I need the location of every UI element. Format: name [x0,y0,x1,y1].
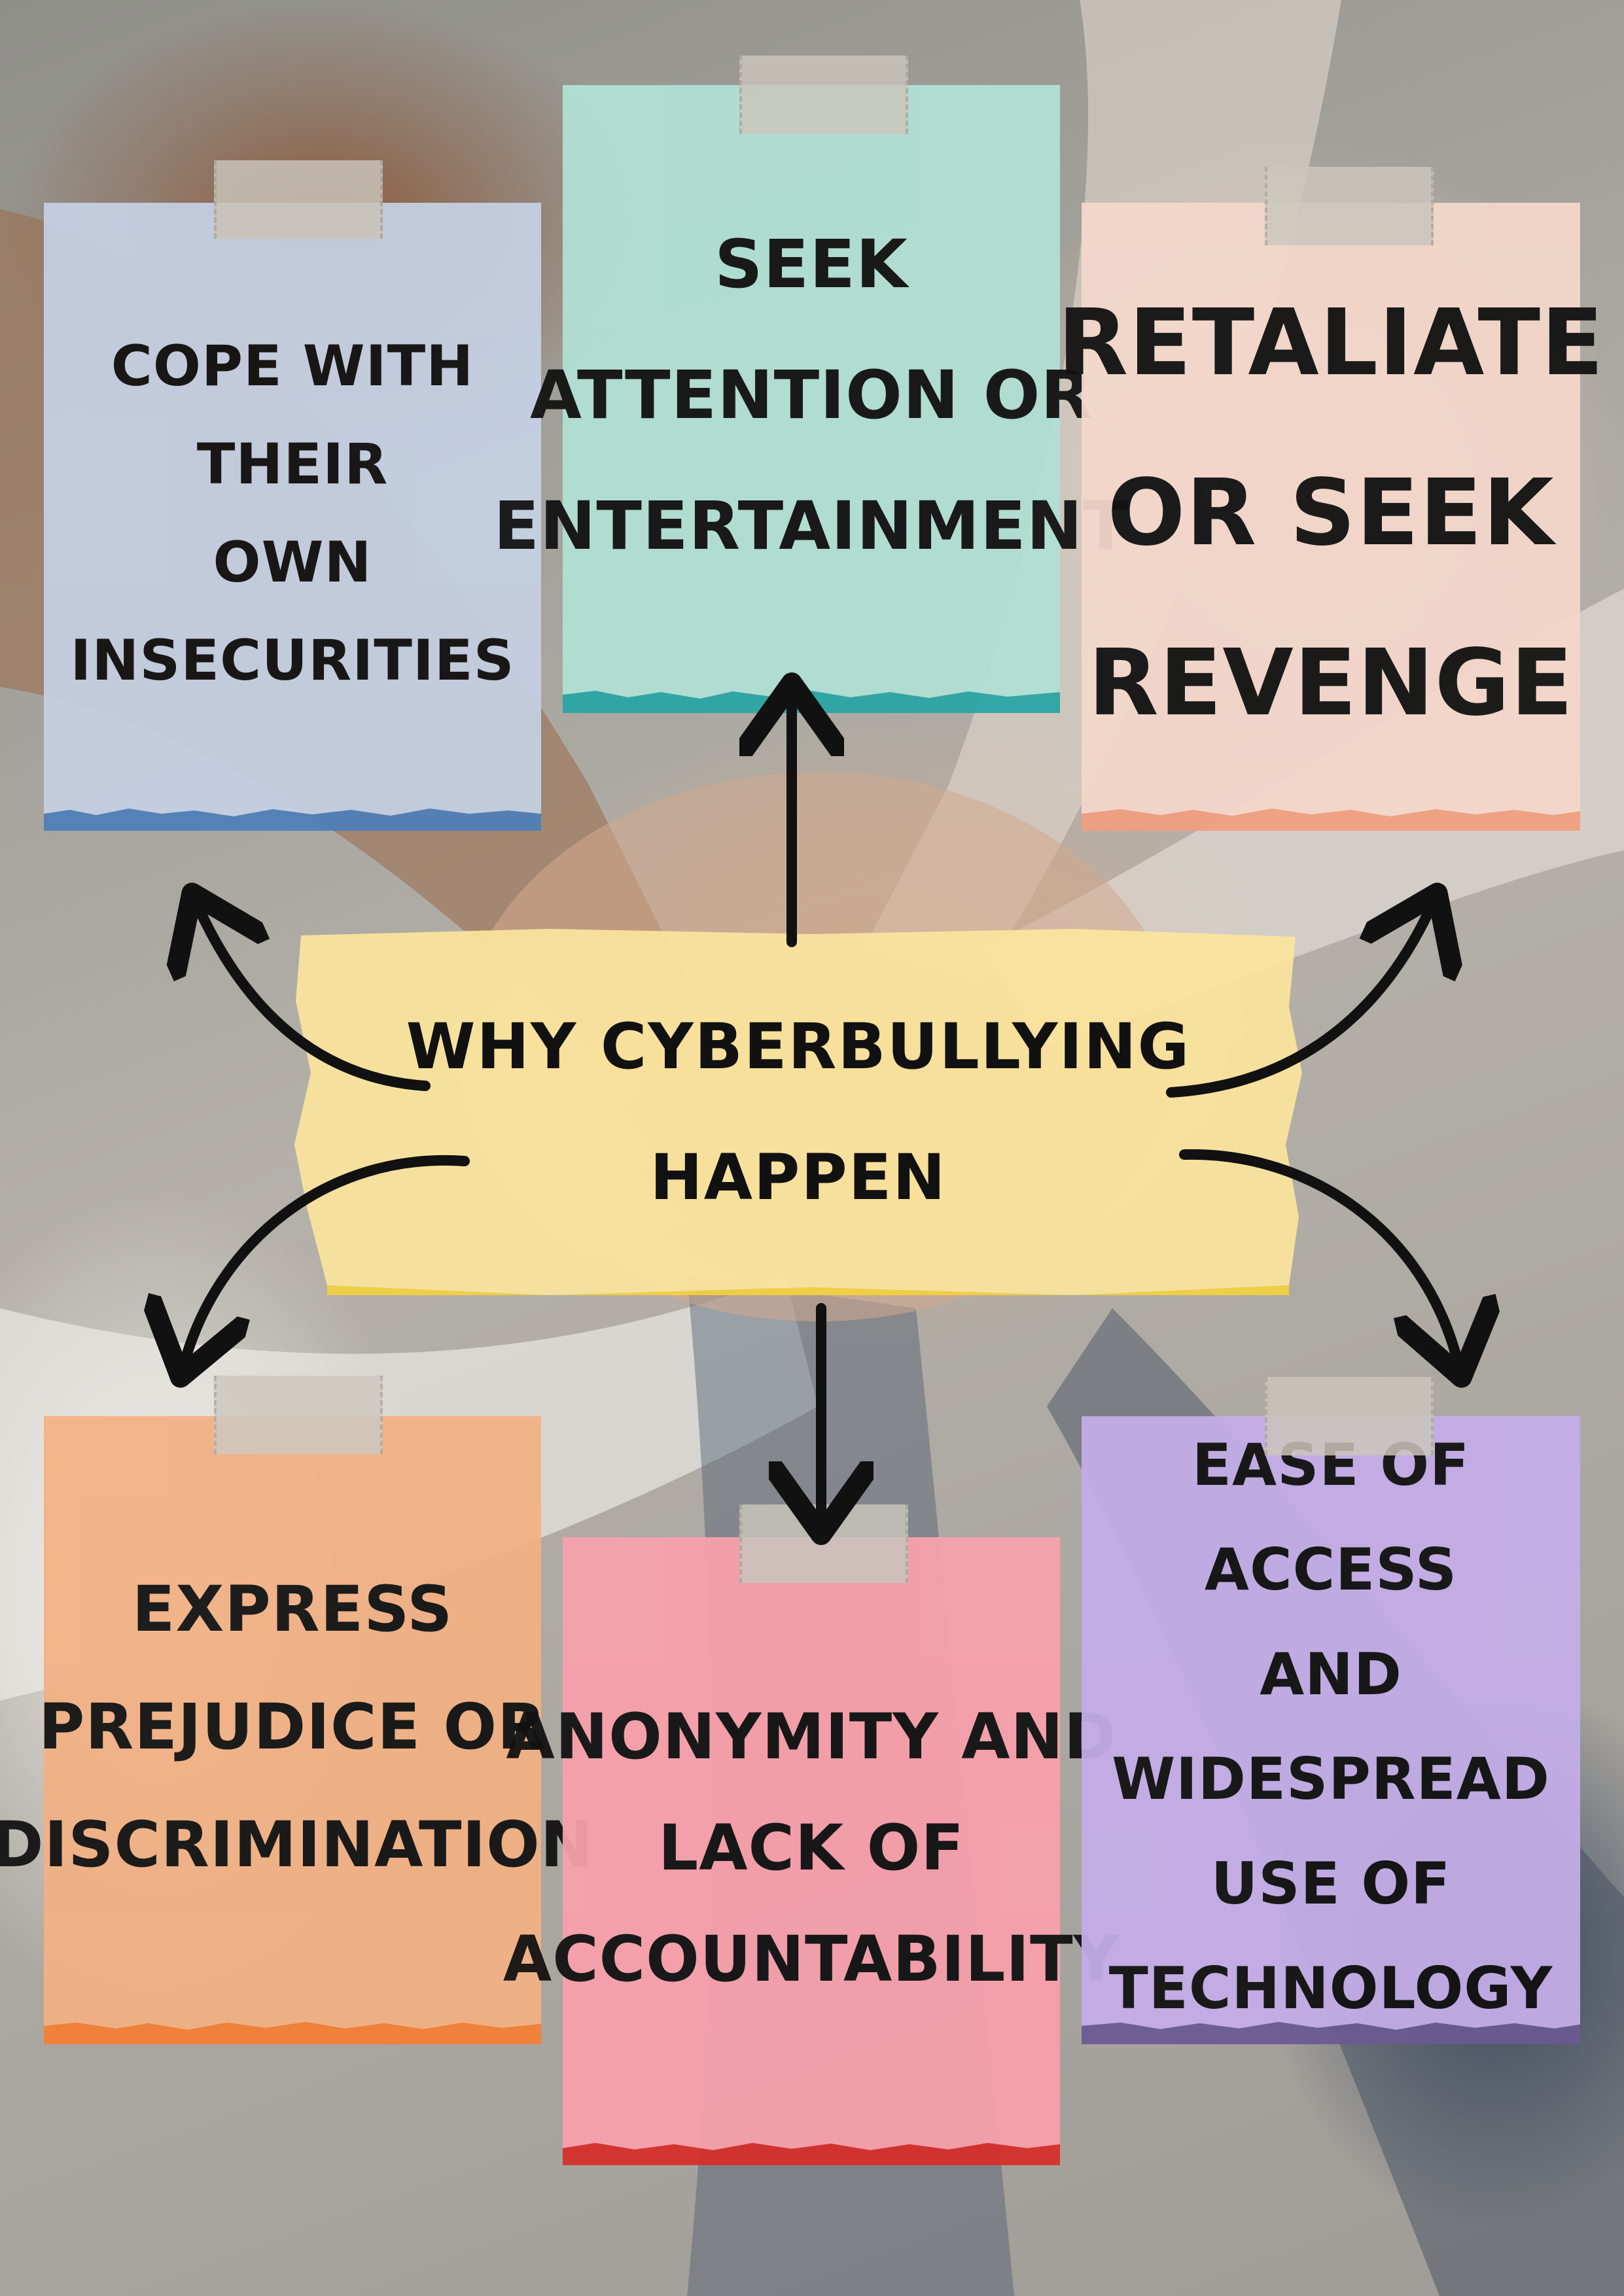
note-insecurities-text: COPE WITH THEIR OWN INSECURITIES [70,334,515,693]
note-anonymity: ANONYMITY AND LACK OF ACCOUNTABILITY [503,1505,1119,2165]
note-prejudice: EXPRESS PREJUDICE OR DISCRIMINATION [0,1376,593,2044]
tape-strip [739,56,908,134]
note-attention-text: SEEK ATTENTION OR ENTERTAINMENT [493,226,1129,565]
note-prejudice-text: EXPRESS PREJUDICE OR DISCRIMINATION [0,1573,594,1881]
arrow-to-technology [1179,1149,1459,1367]
note-revenge-text: RETALIATE OR SEEK REVENGE [1057,290,1604,737]
note-technology: EASE OF ACCESS AND WIDESPREAD USE OF TEC… [1082,1377,1580,2044]
tape-strip [1265,167,1434,245]
central-torn-paper [294,929,1302,1295]
note-attention: SEEK ATTENTION OR ENTERTAINMENT [493,56,1129,713]
torn-edge-orange [44,2022,541,2044]
central-title: WHY CYBERBULLYING HAPPEN [406,1010,1191,1214]
torn-edge-red [563,2143,1060,2165]
arrow-to-revenge [1166,903,1433,1098]
tape-strip [214,160,383,239]
torn-edge-peach [1082,809,1580,831]
central-label: WHY CYBERBULLYING HAPPEN [288,929,1309,1295]
tape-strip [214,1376,383,1454]
note-insecurities: COPE WITH THEIR OWN INSECURITIES [44,160,541,831]
torn-edge-purple [1082,2022,1580,2044]
tape-strip [1265,1377,1434,1455]
arrow-to-prejudice [183,1155,470,1367]
torn-edge-blue [44,809,541,831]
arrow-to-insecurities [196,903,431,1091]
note-anonymity-text: ANONYMITY AND LACK OF ACCOUNTABILITY [503,1700,1120,1996]
note-revenge: RETALIATE OR SEEK REVENGE [1057,167,1604,831]
